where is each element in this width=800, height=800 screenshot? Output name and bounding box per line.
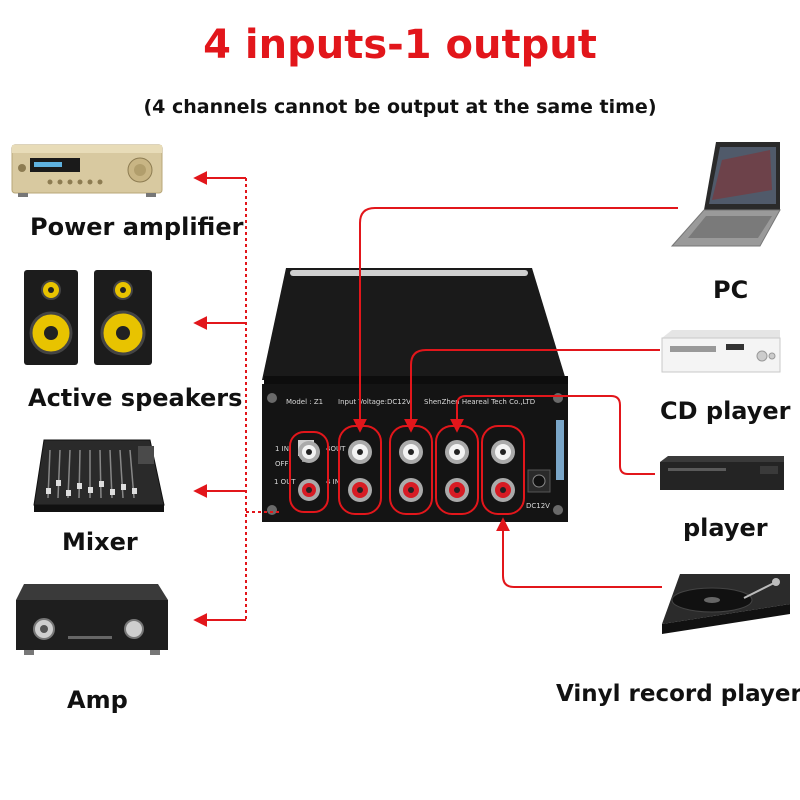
vinyl-input-line: [496, 517, 662, 588]
player-image: [660, 456, 784, 490]
device-maker-text: ShenZhen Heareal Tech Co.,LTD: [424, 398, 535, 406]
label-vinyl-record-player: Vinyl record player: [556, 681, 800, 707]
device-dc-text: DC12V: [526, 502, 550, 510]
rca-jacks-port4: [435, 425, 479, 515]
power-amplifier-image: [11, 144, 163, 197]
pc-laptop-image: [670, 142, 781, 247]
label-cd-player: CD player: [660, 397, 791, 425]
output-bus-lines: [193, 171, 280, 627]
switcher-device: Model : Z1 Input Voltage:DC12V ShenZhen …: [262, 268, 568, 522]
player-input-line: [450, 395, 655, 475]
label-power-amplifier: Power amplifier: [30, 213, 244, 241]
label-pc: PC: [713, 276, 749, 304]
pc-input-line: [353, 207, 678, 433]
mixer-image: [33, 439, 165, 512]
device-out1-text: 1 OUT: [274, 478, 296, 486]
device-out4-text: 4OUT: [326, 445, 346, 453]
page-title: 4 inputs-1 output: [203, 22, 597, 68]
rca-jacks-port3: [389, 425, 433, 515]
cd-input-line: [404, 349, 660, 433]
label-amp: Amp: [67, 686, 128, 714]
amp-image: [16, 584, 168, 655]
vinyl-record-player-image: [662, 574, 790, 634]
label-mixer: Mixer: [62, 528, 138, 556]
rca-jacks-port5: [481, 425, 525, 515]
rca-jacks-port1: [289, 431, 329, 513]
device-in1-text: 1 IN: [275, 445, 289, 453]
cd-player-image: [661, 330, 781, 373]
device-voltage-text: Input Voltage:DC12V: [338, 398, 411, 406]
device-off-text: OFF: [275, 460, 289, 468]
device-in4-text: 4 IN: [326, 478, 340, 486]
label-active-speakers: Active speakers: [28, 384, 243, 412]
active-speakers-image: [24, 270, 152, 365]
page-subtitle: (4 channels cannot be output at the same…: [143, 96, 657, 118]
device-model-text: Model : Z1: [286, 398, 323, 406]
label-player: player: [683, 514, 768, 542]
